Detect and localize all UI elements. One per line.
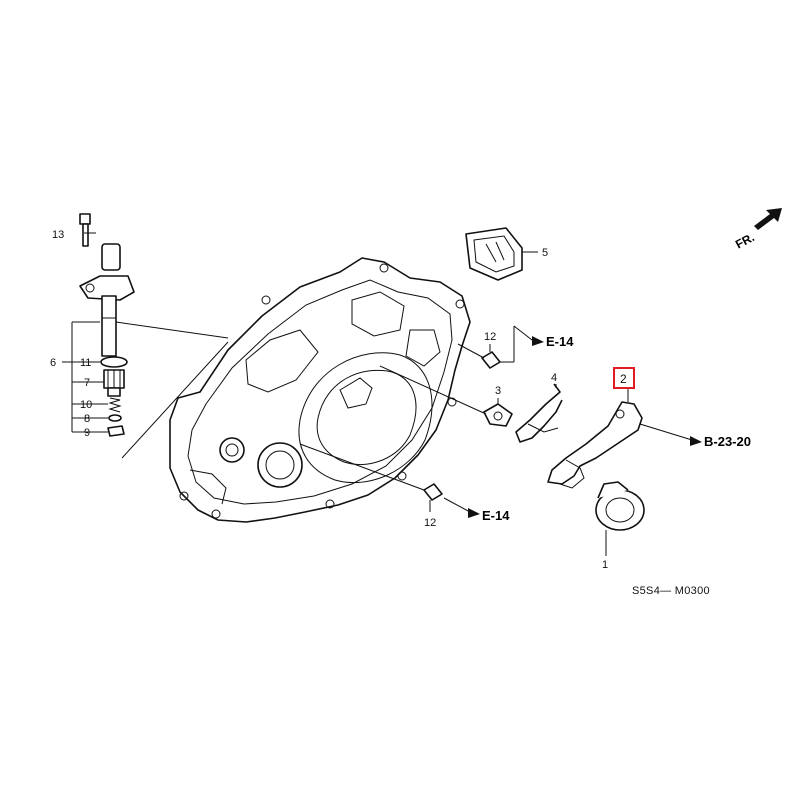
front-label: FR. bbox=[733, 230, 757, 251]
e14-upper-leader bbox=[500, 325, 544, 363]
reference-e14-upper[interactable]: E-14 bbox=[546, 334, 574, 349]
part-4-spring-clip[interactable] bbox=[515, 383, 563, 443]
part-12-dowel-pin-lower[interactable] bbox=[299, 443, 480, 518]
speed-sensor-assembly[interactable] bbox=[79, 243, 135, 357]
part-5-cover[interactable] bbox=[465, 227, 538, 281]
diagram-code: S5S4— M0300 bbox=[632, 585, 710, 597]
callout-13: 13 bbox=[52, 229, 64, 241]
part-11-o-ring[interactable] bbox=[100, 356, 128, 368]
reference-e14-lower[interactable]: E-14 bbox=[482, 508, 510, 523]
callout-1: 1 bbox=[602, 559, 608, 571]
callout-5: 5 bbox=[542, 247, 548, 259]
part-2-release-fork[interactable] bbox=[547, 388, 643, 489]
callout-9: 9 bbox=[84, 427, 90, 439]
callout-12-upper: 12 bbox=[484, 331, 496, 343]
callout-6: 6 bbox=[50, 357, 56, 369]
part-7-driven-gear[interactable] bbox=[103, 369, 125, 397]
part-8-washer[interactable] bbox=[108, 414, 122, 422]
part-9-clip[interactable] bbox=[107, 425, 125, 437]
part-13-bolt[interactable] bbox=[79, 213, 91, 247]
part-10-spring[interactable] bbox=[108, 397, 122, 413]
part-3-switch[interactable] bbox=[379, 365, 513, 427]
callout-7: 7 bbox=[84, 377, 90, 389]
callout-2-highlight-box bbox=[613, 367, 635, 389]
reference-b2320[interactable]: B-23-20 bbox=[704, 434, 751, 449]
group-6-bracket bbox=[62, 232, 229, 459]
callout-11: 11 bbox=[80, 357, 91, 369]
callout-2[interactable]: 2 bbox=[620, 372, 627, 386]
front-direction-arrow-icon bbox=[754, 208, 782, 230]
callout-4: 4 bbox=[551, 372, 557, 384]
callout-3: 3 bbox=[495, 385, 501, 397]
b2320-leader bbox=[639, 423, 702, 446]
callout-10: 10 bbox=[80, 399, 92, 411]
callout-12-lower: 12 bbox=[424, 517, 436, 529]
part-12-dowel-pin-upper[interactable] bbox=[457, 343, 501, 369]
transmission-case bbox=[169, 257, 471, 523]
callout-8: 8 bbox=[84, 413, 90, 425]
part-1-release-bearing[interactable] bbox=[595, 481, 645, 556]
